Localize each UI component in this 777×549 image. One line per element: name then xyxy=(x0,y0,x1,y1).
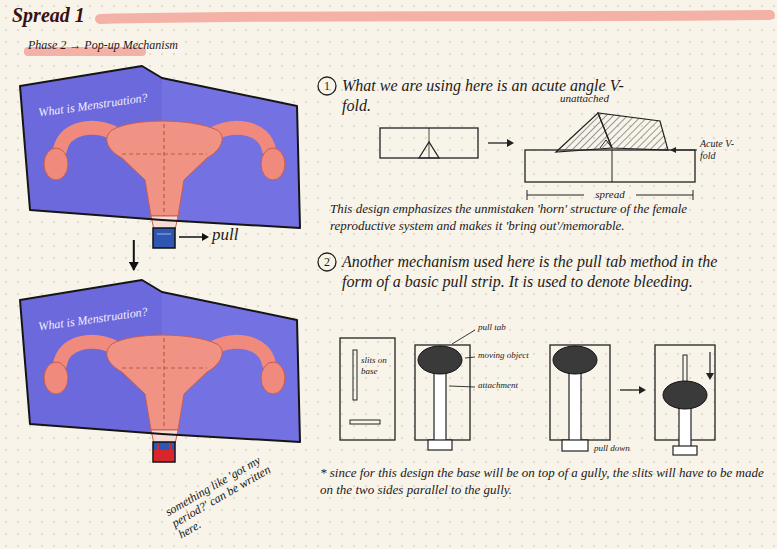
part-label: pull tab xyxy=(478,322,506,332)
phase-heading: Phase 2 → Pop-up Mechanism xyxy=(28,38,178,53)
book-heading: What is Menstruation? xyxy=(37,90,148,120)
step-text: Another mechanism used here is the pull … xyxy=(342,252,742,292)
book-outline xyxy=(12,272,302,452)
part-label: Acute V-fold xyxy=(700,138,744,162)
description-text: This design emphasizes the unmistaken 'h… xyxy=(330,200,740,234)
book-outline xyxy=(12,58,302,238)
dimension-label: spread xyxy=(588,188,632,200)
flow-arrow xyxy=(133,240,135,270)
part-label: pull down xyxy=(594,443,630,453)
book-spread: What is Menstruation? xyxy=(12,272,302,452)
part-label: moving object xyxy=(478,350,529,360)
book-spread: What is Menstruation? xyxy=(12,58,302,238)
part-label: attachment xyxy=(478,380,518,390)
pull-label: pull xyxy=(212,225,238,245)
callout-number: 1 xyxy=(318,77,336,95)
part-label: unattached xyxy=(560,92,609,104)
part-label: slits on base xyxy=(361,355,393,377)
note-text: * since for this design the base will be… xyxy=(320,464,765,498)
book-heading: What is Menstruation? xyxy=(37,304,148,334)
page-title: Spread 1 xyxy=(12,4,85,27)
callout-number: 2 xyxy=(318,253,336,271)
